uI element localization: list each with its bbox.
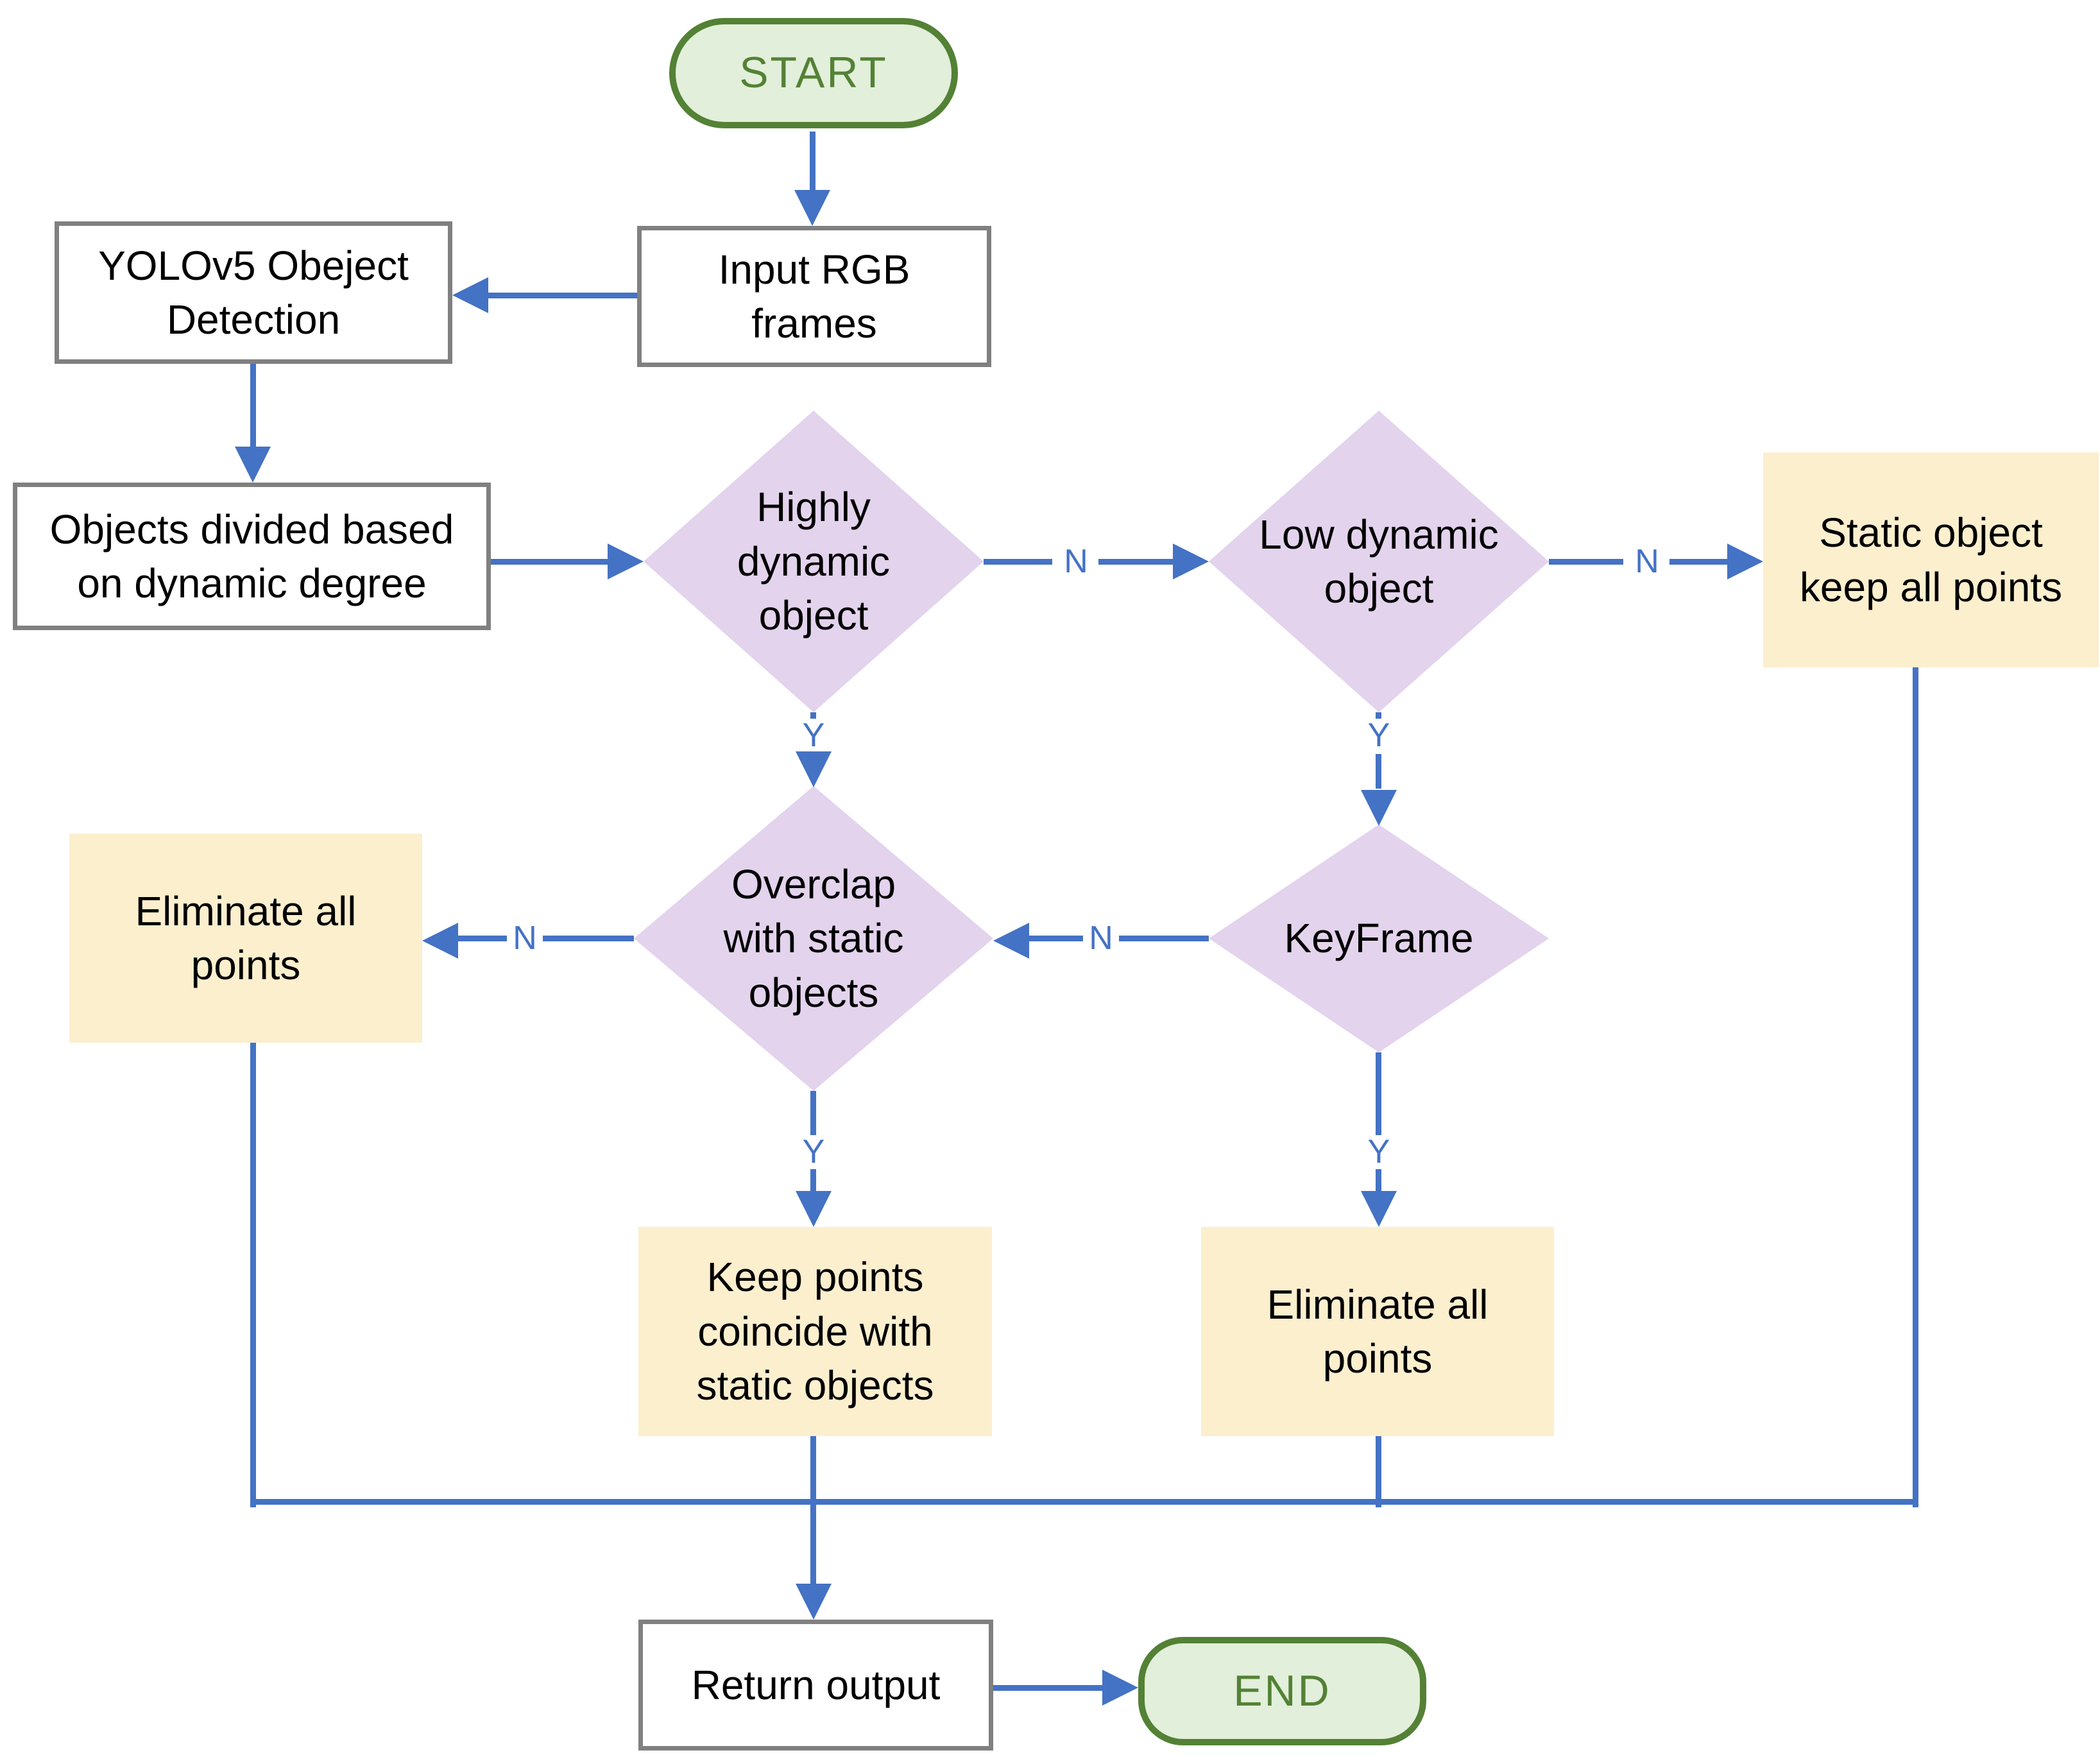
low-dynamic-object-label: Low dynamic object (1259, 511, 1499, 612)
flow-line-keyframe-to-eliminate-right-2 (1376, 1169, 1381, 1192)
flow-line-overclap-to-keep-1 (810, 1091, 816, 1136)
arrowhead-yolo-to-divide (235, 447, 271, 483)
arrowhead-start-to-input (794, 190, 830, 226)
keep-points-coincide-box: Keep points coincide with static objects (638, 1227, 992, 1436)
arrowhead-input-to-yolo (452, 277, 488, 313)
eliminate-all-points-right-label: Eliminate all points (1267, 1281, 1489, 1382)
eliminate-all-points-left-label: Eliminate all points (135, 887, 357, 988)
return-output-box: Return output (638, 1620, 993, 1751)
flow-line-eliminate-left-down (250, 1043, 256, 1507)
arrowhead-highly-to-overclap (796, 751, 832, 787)
flow-line-highly-to-overclap (810, 712, 816, 723)
keyframe-label: KeyFrame (1284, 915, 1474, 962)
edge-label-highly-to-low: N (1061, 545, 1091, 578)
overclap-with-static-objects-label: Overclap with static objects (723, 860, 904, 1016)
flow-line-overclap-to-eliminate-left-1 (458, 936, 507, 941)
arrowhead-low-to-keyframe (1361, 790, 1397, 826)
flow-line-keyframe-to-overclap-1 (1029, 936, 1083, 941)
end-terminator: END (1138, 1637, 1426, 1745)
edge-label-low-to-static: N (1632, 545, 1662, 578)
flow-line-overclap-to-keep-2 (810, 1169, 816, 1192)
flow-line-keep-to-return (810, 1436, 816, 1585)
static-object-keep-all-points-box: Static object keep all points (1763, 452, 2099, 667)
eliminate-all-points-left-box: Eliminate all points (69, 834, 422, 1043)
input-rgb-frames-label: Input RGB frames (718, 246, 910, 347)
end-label: END (1233, 1666, 1331, 1715)
flow-line-low-to-static-1 (1549, 559, 1623, 565)
highly-dynamic-object-label: Highly dynamic object (737, 484, 891, 639)
edge-label-overclap-to-eliminate-left: N (510, 921, 540, 955)
low-dynamic-object-diamond: Low dynamic object (1209, 411, 1549, 712)
arrowhead-keyframe-to-overclap (993, 923, 1029, 959)
arrowhead-divide-to-highly (608, 544, 644, 579)
start-terminator: START (669, 18, 958, 128)
edge-label-keyframe-to-eliminate-right: Y (1365, 1135, 1393, 1169)
flow-line-yolo-to-divide (250, 364, 256, 448)
arrowhead-keyframe-to-eliminate-right (1361, 1191, 1397, 1227)
yolov5-object-detection-box: YOLOv5 Obeject Detection (55, 221, 452, 364)
flow-line-eliminate-right-down (1376, 1436, 1381, 1507)
highly-dynamic-object-diamond: Highly dynamic object (644, 411, 984, 712)
arrowhead-overclap-to-keep (796, 1191, 832, 1227)
flow-line-keyframe-to-overclap-2 (1119, 936, 1209, 941)
flow-line-keyframe-to-eliminate-right-1 (1376, 1052, 1381, 1136)
flow-line-highly-to-low-2 (1098, 559, 1173, 565)
objects-divided-box: Objects divided based on dynamic degree (13, 483, 491, 630)
static-object-keep-all-points-label: Static object keep all points (1799, 509, 2063, 610)
flow-line-return-to-end (993, 1685, 1105, 1691)
start-label: START (739, 48, 888, 98)
overclap-with-static-objects-diamond: Overclap with static objects (634, 786, 993, 1091)
edge-label-keyframe-to-overclap: N (1086, 921, 1116, 955)
yolov5-object-detection-label: YOLOv5 Obeject Detection (98, 242, 409, 343)
objects-divided-label: Objects divided based on dynamic degree (49, 506, 454, 606)
flow-line-merge-horizontal (250, 1499, 1918, 1505)
flow-line-input-to-yolo (488, 293, 637, 298)
flow-line-start-to-input (810, 132, 815, 193)
flow-line-overclap-to-eliminate-left-2 (543, 936, 634, 941)
flow-line-low-to-keyframe-2 (1376, 754, 1381, 789)
arrowhead-keep-to-return (796, 1584, 832, 1620)
keyframe-diamond: KeyFrame (1209, 825, 1549, 1052)
keep-points-coincide-label: Keep points coincide with static objects (696, 1254, 934, 1409)
flow-line-divide-to-highly (491, 559, 609, 565)
edge-label-highly-to-overclap: Y (799, 719, 828, 752)
return-output-label: Return output (691, 1661, 941, 1708)
flow-line-highly-to-low-1 (984, 559, 1052, 565)
flow-line-low-to-static-2 (1669, 559, 1727, 565)
edge-label-low-to-keyframe: Y (1365, 719, 1393, 752)
input-rgb-frames-box: Input RGB frames (637, 226, 991, 367)
flow-line-low-to-keyframe-1 (1376, 712, 1381, 723)
flow-line-static-down (1913, 667, 1918, 1507)
arrowhead-overclap-to-eliminate-left (422, 923, 458, 959)
arrowhead-return-to-end (1102, 1670, 1138, 1706)
arrowhead-highly-to-low (1173, 544, 1209, 579)
edge-label-overclap-to-keep: Y (799, 1135, 828, 1169)
arrowhead-low-to-static (1727, 544, 1763, 579)
eliminate-all-points-right-box: Eliminate all points (1201, 1227, 1554, 1436)
